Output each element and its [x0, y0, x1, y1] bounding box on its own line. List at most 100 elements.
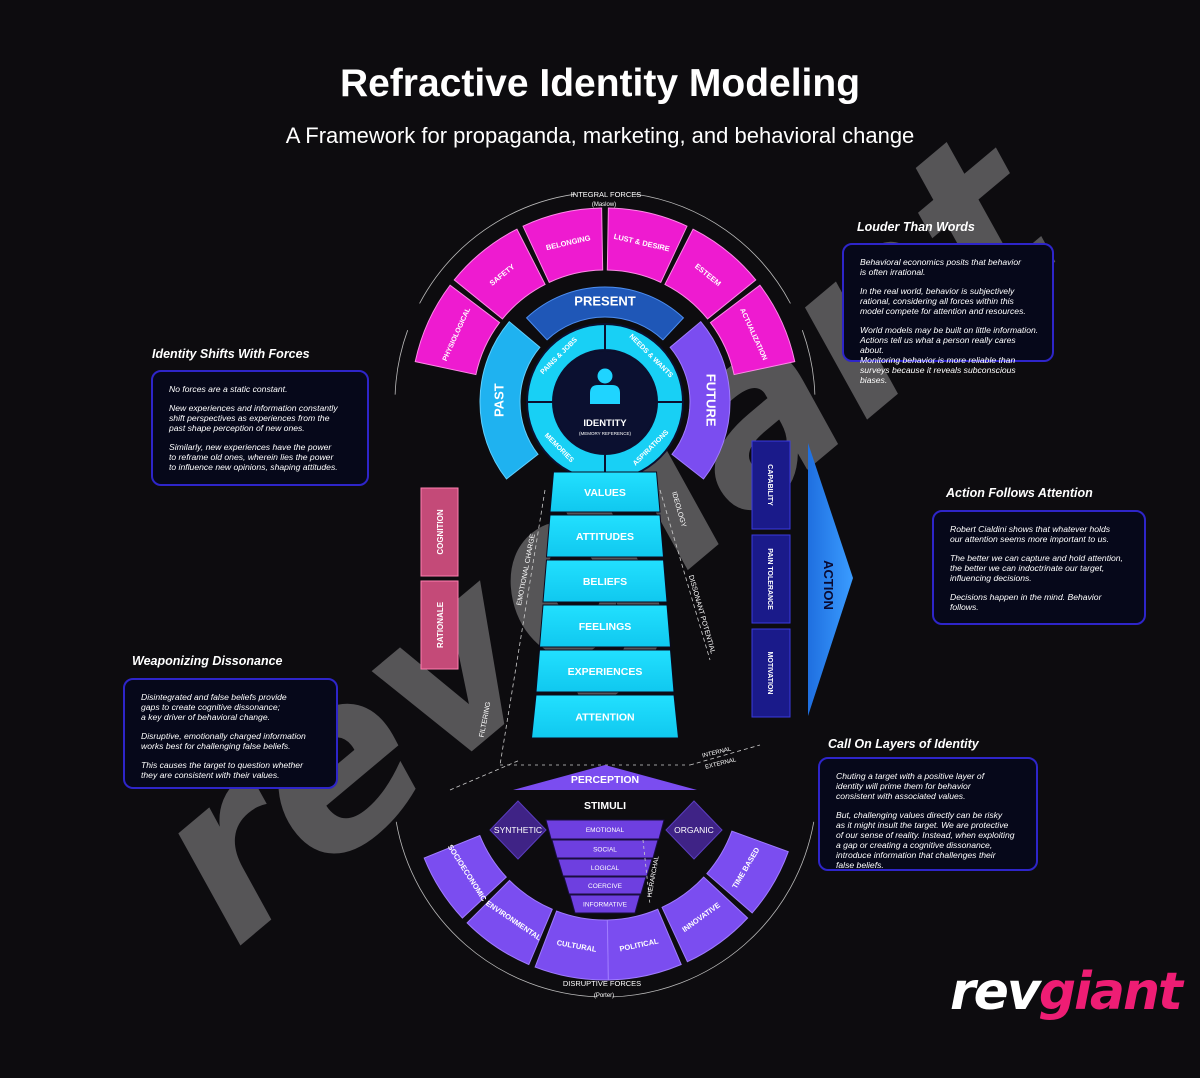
outer-arc-right-tail: [801, 330, 816, 395]
stimuli-level-label-emotional: EMOTIONAL: [586, 827, 625, 834]
capability-label: CAPABILITY: [766, 464, 773, 506]
logo-part-giant: giant: [1038, 962, 1183, 1022]
rationale-box: RATIONALE: [420, 580, 459, 670]
identity-shifts-panel: No forces are a static constant. New exp…: [151, 370, 369, 486]
layer-label-attention: ATTENTION: [575, 712, 634, 724]
capability-box: CAPABILITY: [751, 440, 791, 530]
disruptive-forces-label: DISRUPTIVE FORCES: [563, 979, 641, 988]
organic-diamond: ORGANIC: [665, 800, 723, 860]
disruptive-segment-political: [606, 908, 682, 981]
cognition-label: COGNITION: [436, 509, 445, 555]
action-follows-panel-title: Action Follows Attention: [946, 486, 1093, 500]
disruptive-segment-cultural: [534, 910, 609, 981]
disruptive-segment-environmental: [466, 879, 553, 966]
perception-shape: PERCEPTION: [513, 765, 697, 790]
motivation-label: MOTIVATION: [766, 652, 773, 695]
identity-shifts-paragraph: No forces are a static constant.: [169, 384, 288, 394]
layer-feelings: [538, 604, 672, 648]
weaponizing-panel: Disintegrated and false beliefs provide …: [123, 678, 338, 789]
integral-segment-lust-desire: [606, 207, 688, 284]
layer-values: [549, 471, 661, 513]
integral-segment-physiological: [414, 284, 501, 376]
stimuli-level-emotional: [545, 819, 665, 840]
disruptive-forces-sublabel: (Porter): [594, 993, 614, 999]
call-on-layers-paragraph: But, challenging values directly can be …: [836, 810, 1015, 871]
louder-panel: Behavioral economics posits that behavio…: [842, 243, 1054, 385]
stimuli-level-social: [551, 839, 659, 859]
future-segment: [669, 320, 731, 480]
outer-arcs: [394, 193, 816, 998]
layer-beliefs: [542, 559, 668, 603]
action-follows-paragraph: Robert Cialdini shows that whatever hold…: [950, 524, 1111, 545]
pain-tolerance-box: PAIN TOLERANCE: [751, 534, 791, 624]
layer-experiences: [535, 649, 675, 693]
motivation-box: MOTIVATION: [751, 628, 791, 718]
stimuli-label: STIMULI: [584, 800, 626, 812]
cognition-box: COGNITION: [420, 487, 459, 577]
integral-forces-label: INTEGRAL FORCES: [571, 190, 642, 199]
stimuli-level-label-logical: LOGICAL: [591, 865, 620, 872]
call-on-layers-panel-title: Call On Layers of Identity: [828, 737, 979, 751]
external-label: EXTERNAL: [705, 757, 738, 771]
past-segment: [479, 320, 541, 480]
call-on-layers-panel: Chuting a target with a positive layer o…: [818, 757, 1038, 871]
hierarchal-line: [642, 839, 651, 906]
outer-arc-right: [634, 193, 791, 304]
past-label: PAST: [491, 383, 506, 417]
weaponizing-paragraph: This causes the target to question wheth…: [141, 760, 303, 781]
integral-forces-sublabel: (Maslow): [592, 202, 616, 208]
time-ring: PRESENT PAST FUTURE: [479, 286, 731, 480]
present-segment: [525, 286, 685, 341]
perception-label: PERCEPTION: [571, 774, 639, 786]
page-title: Refractive Identity Modeling: [339, 62, 861, 105]
synthetic-label: SYNTHETIC: [494, 825, 542, 835]
layer-label-values: VALUES: [584, 487, 626, 499]
layer-attitudes: [545, 514, 665, 558]
layer-label-beliefs: BELIEFS: [583, 576, 627, 588]
identity-shifts-paragraph: Similarly, new experiences have the powe…: [169, 442, 338, 473]
call-on-layers-paragraph: Chuting a target with a positive layer o…: [836, 771, 985, 802]
disruptive-segment-time-based: [706, 830, 789, 914]
action-follows-panel: Robert Cialdini shows that whatever hold…: [932, 510, 1146, 625]
identity-ring-memories: [525, 401, 606, 482]
layer-attention: [530, 694, 680, 739]
stimuli-level-informative: [569, 894, 641, 914]
outer-arc-bottom-right: [612, 821, 815, 998]
stimuli-level-label-social: SOCIAL: [593, 847, 617, 854]
revgiant-logo: revgiant: [950, 966, 1183, 1018]
action-follows-paragraph: The better we can capture and hold atten…: [950, 553, 1123, 584]
pain-tolerance-label: PAIN TOLERANCE: [766, 548, 773, 610]
louder-paragraph: In the real world, behavior is subjectiv…: [860, 286, 1026, 317]
action-arrow: ACTION: [808, 443, 853, 716]
stimuli-level-label-informative: INFORMATIVE: [583, 902, 628, 909]
stimuli-level-coercive: [563, 876, 647, 895]
synthetic-diamond: SYNTHETIC: [489, 800, 547, 860]
identity-label: IDENTITY: [583, 418, 627, 429]
layer-label-feelings: FEELINGS: [579, 621, 632, 633]
outer-arc-bottom-left: [395, 821, 598, 998]
integral-segment-safety: [453, 228, 546, 320]
weaponizing-panel-title: Weaponizing Dissonance: [132, 654, 283, 668]
organic-label: ORGANIC: [674, 825, 714, 835]
identity-layers: VALUES ATTITUDES BELIEFS FEELINGS EXPERIENCE…: [530, 471, 680, 739]
integral-segment-esteem: [664, 228, 757, 320]
action-follows-paragraph: Decisions happen in the mind. Behavior f…: [950, 592, 1102, 613]
side-lines: [449, 489, 761, 791]
outer-arc-left-tail: [394, 330, 409, 395]
outer-arc-left: [419, 193, 576, 304]
layer-label-experiences: EXPERIENCES: [568, 666, 643, 678]
layer-label-attitudes: ATTITUDES: [576, 531, 634, 543]
future-label: FUTURE: [704, 374, 719, 427]
present-label: PRESENT: [574, 293, 635, 308]
rationale-label: RATIONALE: [436, 601, 445, 648]
louder-panel-title: Louder Than Words: [857, 220, 975, 234]
disruptive-segment-socioeconomic: [423, 834, 507, 919]
logo-part-rev: rev: [950, 962, 1041, 1022]
integral-segment-actualization: [709, 284, 796, 376]
person-icon: [590, 368, 620, 404]
louder-paragraph: Behavioral economics posits that behavio…: [860, 257, 1021, 278]
identity-shifts-paragraph: New experiences and information constant…: [169, 403, 338, 434]
